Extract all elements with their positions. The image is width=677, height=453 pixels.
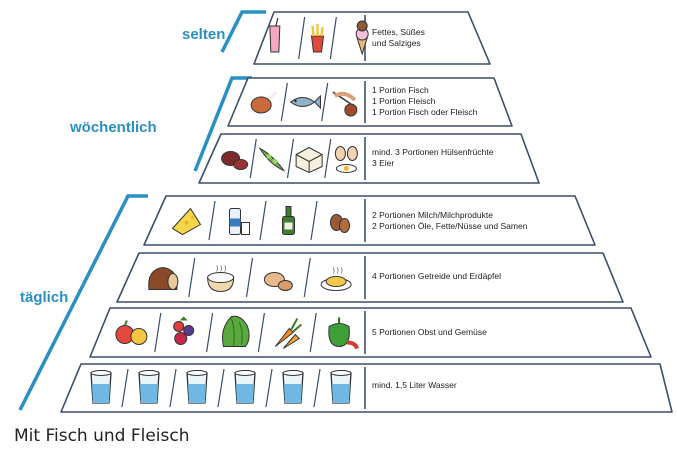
level-text-legumes-eggs: mind. 3 Portionen Hülsenfrüchte 3 Eier [372,147,494,168]
chicken-leg-icon [250,90,278,114]
frequency-bracket [193,76,252,172]
level-text-sweets: Fettes, Süßes und Salziges [372,27,425,48]
frequency-bracket [220,10,266,53]
ice-cream-icon [355,20,369,56]
milk-icon [229,208,250,235]
level-text-water: mind. 1,5 Liter Wasser [372,380,457,390]
berries-icon [173,316,195,345]
sausage-icon [332,91,358,117]
water-glass-icon [186,370,208,404]
water-glass-icon [90,370,112,404]
level-text-grains: 4 Portionen Getreide und Erdäpfel [372,271,502,281]
water-glass-icon [138,370,160,404]
fish-icon [289,94,321,110]
level-text-fruit-veg: 5 Portionen Obst und Gemüse [372,327,487,337]
oil-bottle-icon [282,206,295,235]
pyramid-level-fish-meat [227,77,513,127]
apples-icon [115,320,148,345]
soft-drink-icon [269,17,281,53]
pepper-icon [328,317,359,350]
fries-icon [310,24,325,53]
nuts-icon [330,214,350,233]
pyramid-level-sweets [253,11,491,65]
pyramid-level-grains [116,252,624,303]
peas-icon [258,147,286,172]
label-selten: selten [182,26,226,43]
lettuce-icon [222,315,250,347]
water-glass-icon [330,370,352,404]
caption: Mit Fisch und Fleisch [14,426,190,446]
pyramid-level-fruit-veg [89,307,652,358]
water-glass-icon [234,370,256,404]
level-text-fish-meat: 1 Portion Fisch 1 Portion Fleisch 1 Port… [372,85,478,117]
beans-icon [221,151,249,170]
cheese-icon [171,207,202,236]
pyramid-level-water [60,363,673,413]
label-taeglich: täglich [20,289,69,306]
potatoes-icon [263,272,293,291]
frequency-bracket [18,194,148,411]
water-glass-icon [282,370,304,404]
pyramid-level-legumes-eggs [198,133,540,184]
label-woechentlich: wöchentlich [70,119,157,136]
pyramid-level-dairy-oils [143,195,596,246]
eggs-icon [334,146,358,173]
pasta-icon [320,267,352,291]
bread-icon [148,266,179,290]
tofu-icon [295,146,323,174]
rice-bowl-icon [207,265,235,293]
level-text-dairy-oils: 2 Portionen Milch/Milchprodukte 2 Portio… [372,210,528,231]
carrots-icon [274,318,302,349]
